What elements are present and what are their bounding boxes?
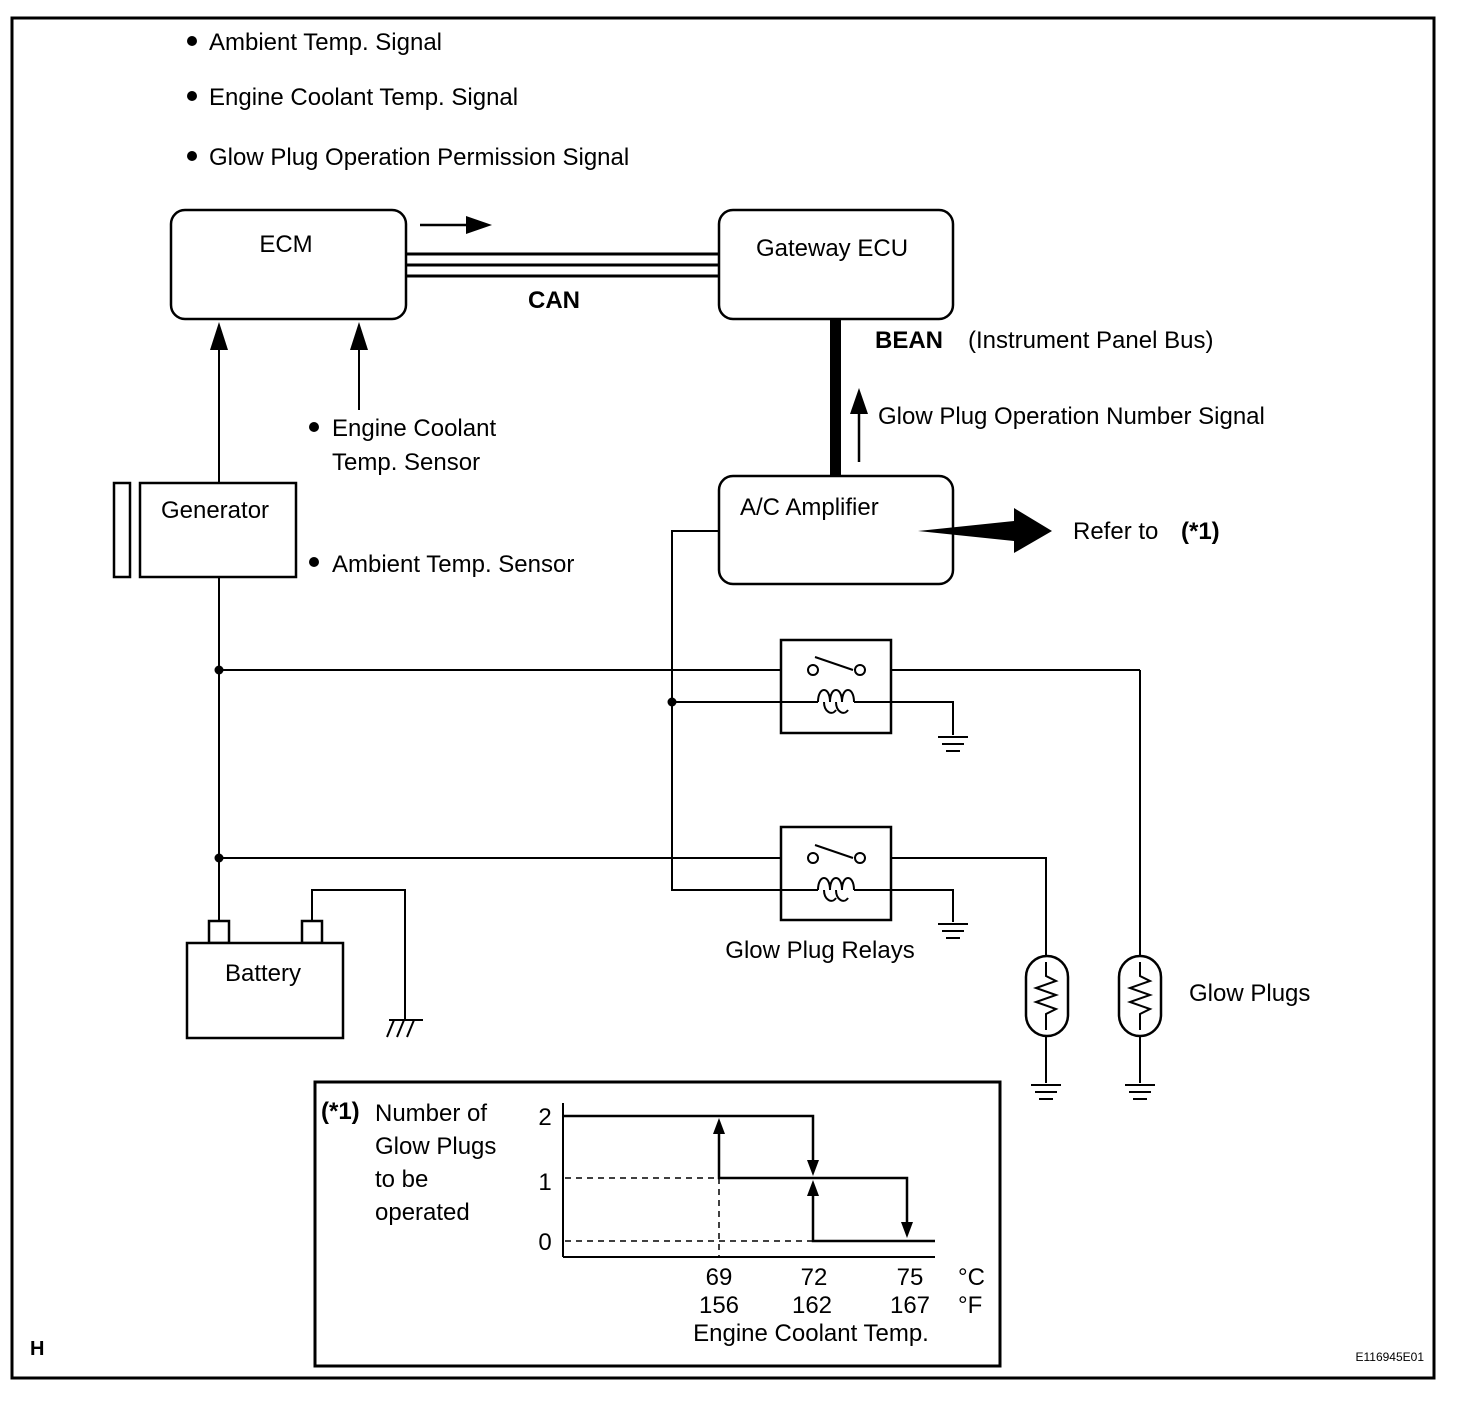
generator-box: Generator — [112, 481, 298, 579]
arrow-up-icon — [850, 388, 868, 462]
chassis-ground-icon — [386, 1019, 423, 1038]
signal-list: Ambient Temp. Signal Engine Coolant Temp… — [187, 29, 629, 171]
relay-ground-line — [891, 889, 954, 922]
step-line-falling — [563, 1114, 815, 1162]
generator-label: Generator — [161, 497, 269, 524]
step-line-1 — [717, 1132, 909, 1224]
relay-ground-line — [891, 701, 954, 735]
glow-plug-1 — [1024, 954, 1070, 1038]
bullet-icon — [309, 557, 319, 567]
ambient-sensor-label: Ambient Temp. Sensor — [332, 551, 574, 578]
battery-label: Battery — [225, 960, 301, 987]
ground-icon — [938, 923, 968, 939]
outer-frame — [10, 16, 1436, 1380]
bullet-icon — [187, 151, 197, 161]
bean-label: BEAN — [875, 327, 943, 354]
figure-code: E116945E01 — [1355, 1350, 1424, 1364]
generator-to-ecm-line — [210, 322, 228, 483]
gateway-ecu-box: Gateway ECU — [717, 208, 955, 321]
inset-ref: (*1) — [321, 1098, 360, 1125]
signal-ambient: Ambient Temp. Signal — [209, 29, 442, 56]
glow-plug-relay-1 — [779, 638, 893, 735]
x-tick-f: 156 — [699, 1292, 739, 1319]
coolant-sensor-line2: Temp. Sensor — [332, 449, 480, 476]
can-bus: CAN — [406, 252, 719, 314]
step-line-0 — [811, 1194, 935, 1243]
inset-ylabel-line: to be — [375, 1166, 428, 1193]
relays-label: Glow Plug Relays — [725, 937, 914, 964]
ground-icon — [938, 736, 968, 752]
inset-ylabel-line: Glow Plugs — [375, 1133, 496, 1160]
ground-icon — [1125, 1084, 1155, 1100]
battery-box: Battery — [185, 919, 345, 1040]
refer-ref: (*1) — [1181, 518, 1220, 545]
x-tick-f: 162 — [792, 1292, 832, 1319]
refer-text: Refer to — [1073, 518, 1158, 545]
big-arrow-right-icon — [918, 508, 1052, 553]
unit-c: °C — [958, 1264, 985, 1291]
ac-amplifier-box: A/C Amplifier — [717, 474, 955, 586]
arrow-up-icon — [713, 1118, 725, 1134]
can-label: CAN — [528, 287, 580, 314]
signal-coolant: Engine Coolant Temp. Signal — [209, 84, 518, 111]
bullet-icon — [187, 91, 197, 101]
ac-control-line — [667, 530, 781, 891]
gateway-ecu-label: Gateway ECU — [756, 235, 908, 262]
ac-amplifier-label: A/C Amplifier — [740, 494, 879, 521]
ecm-box: ECM — [169, 208, 408, 321]
relay-out-line — [891, 857, 1047, 956]
arrow-down-icon — [807, 1160, 819, 1176]
bean-bus: BEAN (Instrument Panel Bus) — [830, 319, 1213, 476]
corner-letter: H — [30, 1338, 44, 1360]
y-tick-label: 0 — [538, 1229, 551, 1256]
bullet-icon — [309, 422, 319, 432]
inset-ylabel-line: Number of — [375, 1100, 487, 1127]
coolant-sensor-line1: Engine Coolant — [332, 415, 496, 442]
glow-plugs-label: Glow Plugs — [1189, 980, 1310, 1007]
arrow-right-icon — [420, 216, 492, 234]
signal-permission: Glow Plug Operation Permission Signal — [209, 144, 629, 171]
unit-f: °F — [958, 1292, 982, 1319]
glow-signal-label: Glow Plug Operation Number Signal — [878, 403, 1265, 430]
y-tick-label: 2 — [538, 1104, 551, 1131]
sensor-to-ecm-line — [350, 322, 368, 410]
x-tick-f: 167 — [890, 1292, 930, 1319]
battery-ground-line — [311, 889, 406, 1020]
x-tick-c: 72 — [801, 1264, 828, 1291]
bean-desc: (Instrument Panel Bus) — [968, 327, 1213, 354]
inset-ylabel-line: operated — [375, 1199, 470, 1226]
bullet-icon — [187, 36, 197, 46]
inset-panel: (*1) Number of Glow Plugs to be operated… — [313, 1080, 1002, 1368]
arrow-down-icon — [901, 1222, 913, 1238]
ecm-label: ECM — [259, 231, 312, 258]
y-tick-label: 1 — [538, 1169, 551, 1196]
glow-plug-relay-2 — [779, 825, 893, 922]
x-tick-c: 69 — [706, 1264, 733, 1291]
glow-plug-2 — [1117, 954, 1163, 1038]
arrow-up-icon — [807, 1180, 819, 1196]
ground-icon — [1031, 1084, 1061, 1100]
x-tick-c: 75 — [897, 1264, 924, 1291]
x-axis-label: Engine Coolant Temp. — [693, 1320, 929, 1347]
